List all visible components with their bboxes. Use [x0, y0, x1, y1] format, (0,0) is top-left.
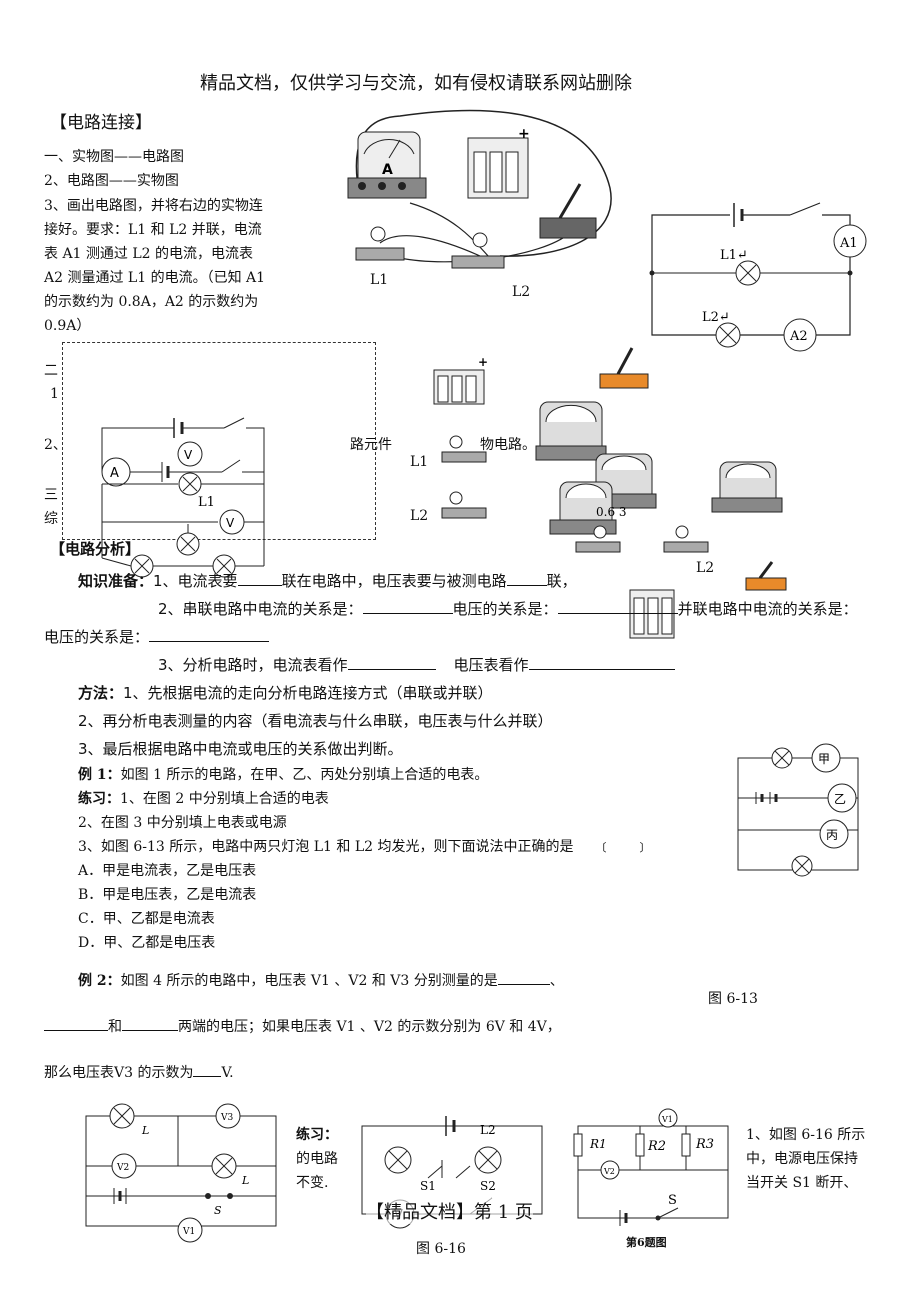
fig616-l2: L2 [480, 1123, 496, 1137]
meter-a2: A2 [789, 329, 808, 344]
figure-6-13-caption: 图 6-13 [708, 991, 758, 1007]
prep-line-3: 3、分析电路时，电流表看作电压表看作 [158, 654, 675, 675]
box-l1: L1 [198, 495, 215, 510]
fig616-s1: S1 [420, 1179, 436, 1193]
example-2-line-1: 例 2：如图 4 所示的电路中，电压表 V1 、V2 和 V3 分别测量的是、 [78, 973, 564, 989]
schematic-diagram-2: A V L1 V [101, 417, 265, 578]
answer-box [62, 342, 376, 540]
fig4-v2: V2 [116, 1163, 129, 1173]
option-a: A．甲是电流表，乙是电压表 [78, 863, 257, 879]
practice-line-2: 不变. [296, 1175, 329, 1191]
partial-two: 二 [44, 363, 58, 379]
figure-4: L V3 V2 L S V1 [85, 1103, 277, 1243]
method-1: 方法：1、先根据电流的走向分析电路连接方式（串联或并联） [78, 684, 493, 702]
example-2-line-2: 和两端的电压；如果电压表 V1 、V2 的示数分别为 6V 和 4V， [44, 1016, 561, 1036]
ammeter-label: A [382, 162, 393, 178]
fig6-r3: R3 [695, 1137, 714, 1152]
schematic-diagram-1: A1 L1↵ L2↵ A2 [649, 202, 867, 352]
fig4-v1: V1 [182, 1227, 195, 1237]
meter-yi: 乙 [834, 792, 846, 806]
schematic-l1: L1↵ [720, 248, 748, 263]
figure-6-16: L2 S1 S2 V [361, 1116, 543, 1229]
box-meter-v2: V [226, 516, 235, 530]
fig6-s: S [668, 1193, 677, 1208]
partial-two-b: 2、 [44, 437, 67, 453]
cluster-l2: L2 [410, 508, 429, 524]
svg-text:+: + [518, 126, 530, 142]
fig6-r1: R1 [589, 1137, 607, 1151]
fig6-r2: R2 [647, 1139, 666, 1154]
item-2: 2、电路图——实物图 [44, 173, 179, 189]
fig6-v1: V1 [661, 1115, 673, 1124]
partial-zong: 综 [44, 511, 58, 527]
prep-line-1: 知识准备：1、电流表要联在电路中，电压表要与被测电路联， [78, 572, 577, 590]
fig6-v2: V2 [603, 1167, 615, 1176]
option-d: D．甲、乙都是电压表 [78, 935, 216, 951]
right-line-3: 当开关 S1 断开、 [746, 1175, 858, 1191]
meter-bing: 丙 [826, 828, 838, 842]
figure-6-13: 甲 乙 丙 [737, 743, 859, 877]
schematic-l2: L2↵ [702, 310, 730, 325]
lamp-l2-label: L2 [512, 284, 531, 300]
question-3: 3、画出电路图，并将右边的实物连 接好。要求：L1 和 L2 并联，电流 表 A… [44, 198, 266, 334]
cluster-l2b: L2 [696, 560, 715, 576]
prep-line-2: 2、串联电路中电流的关系是：电压的关系是：并联电路中电流的关系是： [158, 600, 858, 618]
partial-fragment2: 物电路。 [480, 437, 536, 453]
practice-3: 3、如图 6-13 所示，电路中两只灯泡 L1 和 L2 均发光，则下面说法中正… [78, 839, 651, 855]
option-c: C．甲、乙都是电流表 [78, 911, 215, 927]
figure-6-caption: 第6题图 [626, 1236, 667, 1249]
lamp-l1-label: L1 [370, 272, 389, 288]
method-3: 3、最后根据电路中电流或电压的关系做出判断。 [78, 740, 403, 758]
fig616-s2: S2 [480, 1179, 496, 1193]
section-title-analysis: 【电路分析】 [50, 540, 141, 558]
practice-line-1: 的电路 [296, 1151, 338, 1167]
partial-one: 1 [50, 386, 59, 402]
fig4-v3: V3 [220, 1113, 233, 1123]
practice-1: 练习：1、在图 2 中分别填上合适的电表 [78, 791, 329, 807]
meter-jia: 甲 [818, 752, 830, 766]
box-meter-v: V [184, 448, 193, 462]
page-footer: 【精品文档】第 1 页 [366, 1198, 533, 1224]
page-watermark: 精品文档，仅供学习与交流，如有侵权请联系网站删除 [200, 73, 632, 94]
figure-6-16-caption: 图 6-16 [416, 1241, 466, 1257]
fig4-l2: L [241, 1174, 249, 1187]
practice-2: 2、在图 3 中分别填上电表或电源 [78, 815, 287, 831]
example-1: 例 1：如图 1 所示的电路，在甲、乙、丙处分别填上合适的电表。 [78, 767, 489, 783]
right-line-2: 中，电源电压保持 [746, 1151, 858, 1167]
fig4-l1: L [141, 1124, 149, 1137]
item-1: 一、实物图——电路图 [44, 149, 184, 165]
meter-a1: A1 [839, 236, 858, 251]
right-line-1: 1、如图 6-16 所示 [746, 1127, 866, 1143]
option-b: B．甲是电压表，乙是电流表 [78, 887, 257, 903]
fig4-s: S [214, 1204, 222, 1217]
physical-circuit-diagram: A + [347, 109, 612, 269]
partial-three: 三 [44, 487, 58, 503]
prep-line-2b: 电压的关系是： [44, 626, 270, 647]
figure-6: V1 R1 R2 R3 V2 S [573, 1108, 729, 1226]
partial-fragment: 路元件 [350, 437, 392, 453]
method-2: 2、再分析电表测量的内容（看电流表与什么串联，电压表与什么并联） [78, 712, 553, 730]
apparatus-cluster: + 0.6 3 [433, 347, 787, 639]
section-title-connection: 【电路连接】 [50, 113, 152, 133]
practice-label-bottom: 练习： [296, 1127, 338, 1143]
cluster-nums: 0.6 3 [596, 505, 627, 519]
box-meter-a: A [110, 466, 119, 481]
cluster-l1: L1 [410, 454, 429, 470]
svg-text:+: + [478, 355, 488, 369]
